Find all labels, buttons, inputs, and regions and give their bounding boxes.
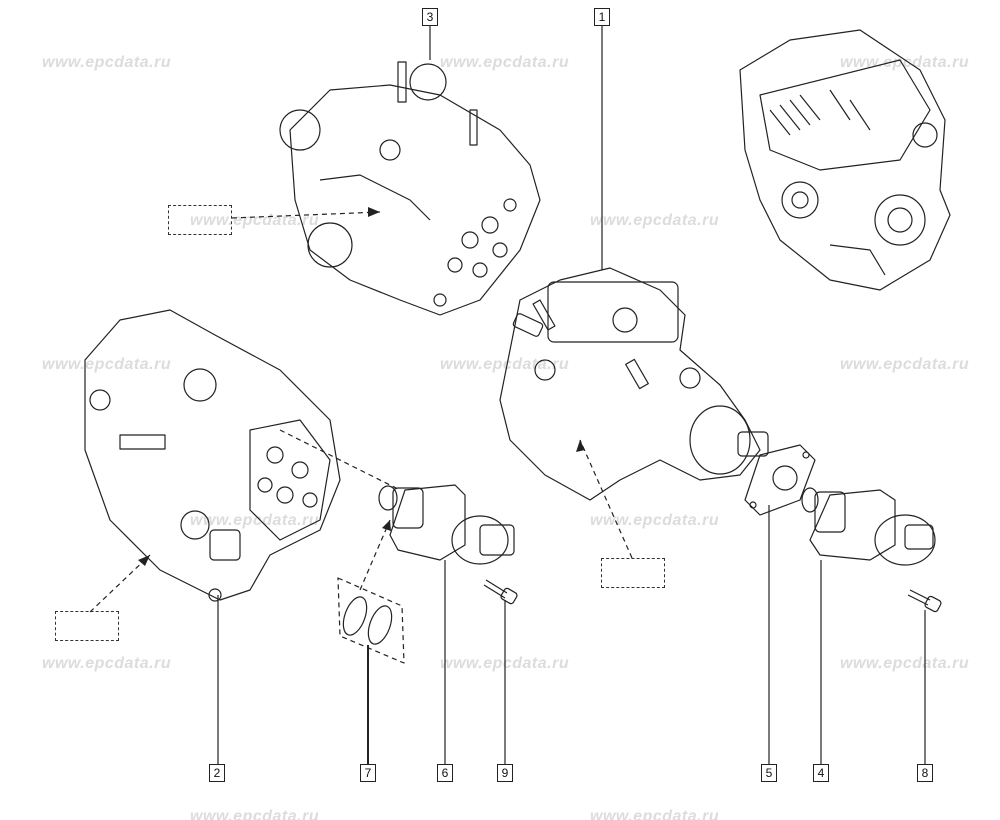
watermark: www.epcdata.ru (840, 356, 970, 373)
watermark: www.epcdata.ru (840, 655, 970, 672)
dashed-arrows (89, 211, 633, 613)
watermark: www.epcdata.ru (440, 54, 570, 71)
watermark: www.epcdata.ru (590, 212, 720, 229)
reference-box (601, 558, 665, 588)
watermark: www.epcdata.ru (42, 356, 172, 373)
callout-7[interactable]: 7 (360, 764, 376, 782)
pump-3 (279, 61, 541, 316)
callout-6[interactable]: 6 (437, 764, 453, 782)
watermark: www.epcdata.ru (42, 54, 172, 71)
callout-1[interactable]: 1 (594, 8, 610, 26)
valve-4 (801, 487, 936, 566)
engine-illustration (739, 29, 951, 291)
watermark: www.epcdata.ru (190, 808, 320, 820)
reference-box (168, 205, 232, 235)
o-rings-7 (337, 577, 405, 664)
callout-4[interactable]: 4 (813, 764, 829, 782)
pump-2 (84, 309, 341, 602)
watermark: www.epcdata.ru (190, 512, 320, 529)
watermark: www.epcdata.ru (590, 512, 720, 529)
leader-lines (217, 25, 926, 765)
watermark: www.epcdata.ru (440, 655, 570, 672)
watermark: www.epcdata.ru (42, 655, 172, 672)
pump-1 (499, 267, 769, 501)
callout-8[interactable]: 8 (917, 764, 933, 782)
callout-3[interactable]: 3 (422, 8, 438, 26)
callout-5[interactable]: 5 (761, 764, 777, 782)
watermark: www.epcdata.ru (440, 356, 570, 373)
screw-9 (483, 579, 518, 605)
callout-2[interactable]: 2 (209, 764, 225, 782)
gasket-5 (744, 444, 816, 516)
callout-9[interactable]: 9 (497, 764, 513, 782)
screw-8 (907, 589, 942, 613)
watermark: www.epcdata.ru (590, 808, 720, 820)
valve-6 (378, 484, 515, 565)
reference-box (55, 611, 119, 641)
